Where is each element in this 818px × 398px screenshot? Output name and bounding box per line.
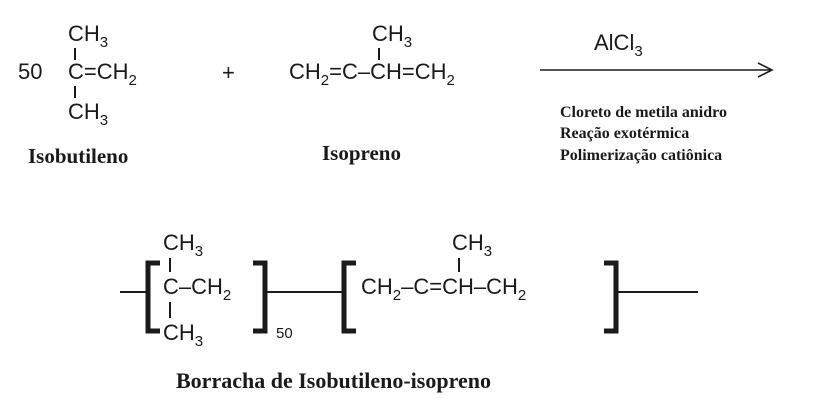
bracket-right: [253, 260, 268, 334]
bracket-left: [145, 260, 160, 334]
unit1-top-methyl: CH3: [163, 230, 203, 260]
isobutylene-structure: 50 CH3 C=CH2 CH3: [18, 21, 137, 129]
unit2-methyl: CH3: [452, 230, 492, 260]
condition-2: Reação exotérmica: [560, 125, 689, 142]
unit1-bottom-methyl: CH3: [163, 320, 203, 350]
isobutylene-name: Isobutileno: [28, 144, 128, 168]
reaction-conditions: Cloreto de metila anidro Reação exotérmi…: [560, 104, 727, 164]
bracket-left: [341, 260, 356, 334]
reaction-arrow: AlCl3: [540, 30, 774, 78]
isobutylene-main-chain: C=CH2: [68, 59, 137, 89]
isoprene-methyl: CH3: [372, 21, 412, 51]
bracket-right: [604, 260, 619, 334]
isoprene-main-chain: CH2=C–CH=CH2: [289, 59, 455, 89]
repeat-count: 50: [276, 325, 293, 342]
unit2-main-chain: CH2–C=CH–CH2: [361, 274, 526, 304]
isoprene-structure: CH3 CH2=C–CH=CH2: [289, 21, 455, 89]
isoprene-name: Isopreno: [322, 141, 401, 165]
isobutylene-top-methyl: CH3: [68, 21, 108, 51]
product-name: Borracha de Isobutileno-isopreno: [176, 368, 491, 393]
condition-1: Cloreto de metila anidro: [560, 104, 727, 121]
unit1-main-chain: C–CH2: [163, 274, 231, 304]
plus-sign: +: [222, 60, 235, 85]
isobutylene-bottom-methyl: CH3: [68, 99, 108, 129]
coefficient: 50: [18, 59, 42, 84]
arrow-head: [757, 62, 774, 78]
condition-3: Polimerização catiônica: [560, 147, 722, 164]
polymer-structure: CH3 C–CH2 CH3 50 CH3 CH2–C=CH–CH2: [120, 230, 698, 350]
catalyst-label: AlCl3: [594, 30, 643, 60]
